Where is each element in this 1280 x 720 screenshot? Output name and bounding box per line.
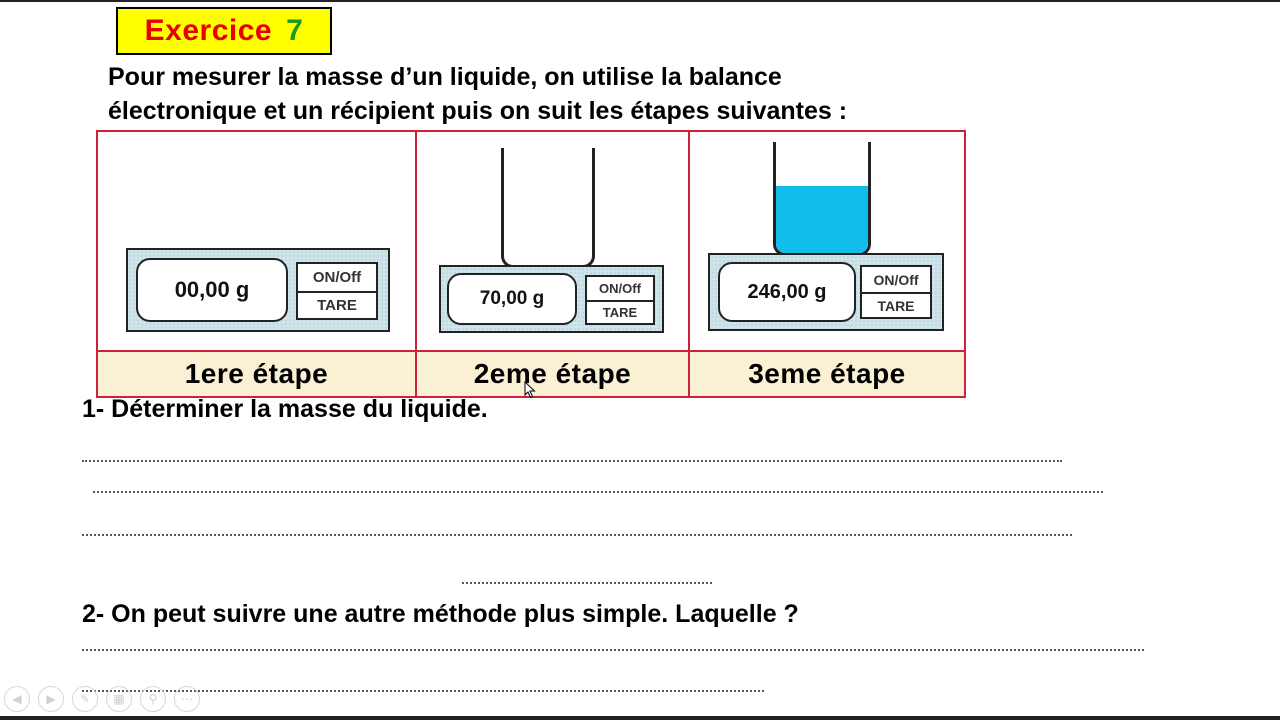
question-1: 1- Déterminer la masse du liquide. bbox=[82, 395, 488, 423]
step-1: 00,00 g ON/Off TARE 1ere étape bbox=[98, 132, 417, 396]
answer-line bbox=[82, 690, 764, 692]
exercise-title-number: 7 bbox=[286, 14, 304, 47]
balance: 00,00 g ON/Off TARE bbox=[126, 248, 390, 332]
pen-icon[interactable]: ✎ bbox=[72, 686, 98, 712]
button-divider bbox=[587, 300, 653, 302]
on-off-button: ON/Off bbox=[312, 269, 362, 286]
step-1-label: 1ere étape bbox=[98, 352, 415, 396]
tare-button: TARE bbox=[602, 305, 638, 320]
balance-display: 246,00 g bbox=[718, 262, 856, 322]
step-2-label: 2eme étape bbox=[417, 352, 688, 396]
button-divider bbox=[862, 292, 930, 294]
balance-buttons: ON/Off TARE bbox=[860, 265, 932, 319]
liquid bbox=[776, 186, 868, 253]
tare-button: TARE bbox=[317, 297, 357, 314]
balance: 70,00 g ON/Off TARE bbox=[439, 265, 664, 333]
mouse-cursor-icon bbox=[524, 381, 536, 399]
intro-text: Pour mesurer la masse d’un liquide, on u… bbox=[108, 60, 1108, 128]
step-3-illustration: 246,00 g ON/Off TARE bbox=[690, 132, 964, 352]
bottom-border bbox=[0, 716, 1280, 720]
question-2: 2- On peut suivre une autre méthode plus… bbox=[82, 600, 799, 628]
filled-beaker bbox=[773, 142, 871, 256]
steps-table: 00,00 g ON/Off TARE 1ere étape 70,00 g O… bbox=[96, 130, 966, 398]
intro-line-1: Pour mesurer la masse d’un liquide, on u… bbox=[108, 63, 782, 91]
on-off-button: ON/Off bbox=[599, 281, 641, 296]
more-icon[interactable]: ⋯ bbox=[174, 686, 200, 712]
previous-icon[interactable]: ◀ bbox=[4, 686, 30, 712]
tare-button: TARE bbox=[877, 297, 915, 314]
balance-display: 70,00 g bbox=[447, 273, 577, 325]
step-2-illustration: 70,00 g ON/Off TARE bbox=[417, 132, 688, 352]
top-border bbox=[0, 0, 1280, 2]
answer-line bbox=[93, 491, 1103, 493]
button-divider bbox=[298, 291, 376, 293]
step-3: 246,00 g ON/Off TARE 3eme étape bbox=[690, 132, 964, 396]
on-off-button: ON/Off bbox=[873, 271, 919, 288]
presentation-controls: ◀ ▶ ✎ ▦ ⚲ ⋯ bbox=[4, 686, 200, 712]
zoom-icon[interactable]: ⚲ bbox=[140, 686, 166, 712]
intro-line-2: électronique et un récipient puis on sui… bbox=[108, 97, 848, 125]
answer-line bbox=[82, 649, 1144, 651]
answer-line bbox=[82, 460, 1062, 462]
balance-buttons: ON/Off TARE bbox=[585, 275, 655, 325]
step-3-label: 3eme étape bbox=[690, 352, 964, 396]
answer-line bbox=[82, 534, 1072, 536]
exercise-title: Exercice 7 bbox=[116, 7, 332, 55]
next-icon[interactable]: ▶ bbox=[38, 686, 64, 712]
balance-buttons: ON/Off TARE bbox=[296, 262, 378, 320]
slides-icon[interactable]: ▦ bbox=[106, 686, 132, 712]
step-2: 70,00 g ON/Off TARE 2eme étape bbox=[417, 132, 690, 396]
balance: 246,00 g ON/Off TARE bbox=[708, 253, 944, 331]
exercise-title-word: Exercice bbox=[144, 14, 273, 47]
step-1-illustration: 00,00 g ON/Off TARE bbox=[98, 132, 415, 352]
balance-display: 00,00 g bbox=[136, 258, 288, 322]
empty-beaker bbox=[501, 148, 595, 268]
answer-line bbox=[462, 582, 712, 584]
